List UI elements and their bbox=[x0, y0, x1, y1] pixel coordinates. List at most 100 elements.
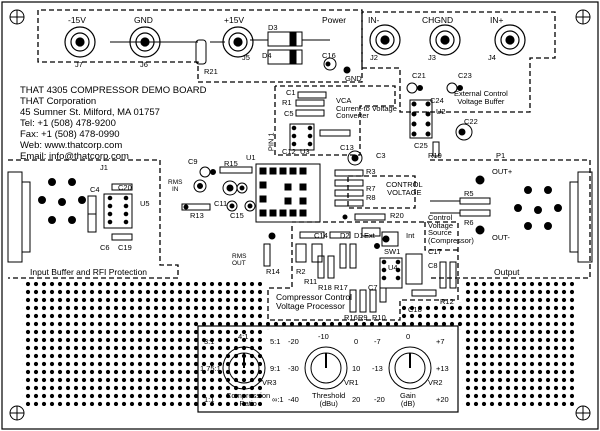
ref-c8: C8 bbox=[428, 261, 438, 270]
dial-bodies bbox=[222, 346, 432, 390]
ref-int: Int bbox=[406, 231, 415, 240]
ref-r2: R2 bbox=[296, 267, 306, 276]
rms-parts bbox=[181, 166, 276, 267]
external-parts bbox=[406, 82, 473, 157]
dial-panel bbox=[197, 325, 459, 413]
ref-r3: R3 bbox=[366, 167, 376, 176]
dial-vr3-tick-tm: 4:1 bbox=[238, 332, 249, 341]
ref-sw1: SW1 bbox=[384, 247, 401, 256]
u1-chip bbox=[255, 163, 321, 223]
section-processor-caption: Compressor Control Voltage Processor bbox=[276, 292, 353, 311]
ref-u5: U5 bbox=[140, 199, 150, 208]
dial-vr1-tick-ml: -30 bbox=[288, 364, 299, 373]
ref-c23: C23 bbox=[458, 71, 472, 80]
ref-c4: C4 bbox=[90, 185, 100, 194]
label-plus15v: +15V bbox=[224, 15, 245, 25]
label-minus15v: -15V bbox=[68, 15, 86, 25]
label-chgnd: CHGND bbox=[422, 15, 454, 25]
dial-vr3-tick-br: ∞:1 bbox=[272, 395, 284, 404]
ref-r5: R5 bbox=[464, 189, 474, 198]
ref-c14: C14 bbox=[314, 231, 328, 240]
ref-c11: C11 bbox=[214, 199, 228, 208]
ref-r17: R17 bbox=[334, 283, 348, 292]
ref-u1: U1 bbox=[246, 153, 256, 162]
dial-vr3-tick-mr: 9:1 bbox=[270, 364, 281, 373]
ref-u3: U3 bbox=[300, 147, 310, 156]
output-parts bbox=[430, 171, 593, 263]
ref-j3: J3 bbox=[428, 53, 436, 62]
ref-d1: D1 bbox=[354, 231, 364, 240]
ref-r6: R6 bbox=[464, 218, 474, 227]
section-control-voltage-caption: CONTROL VOLTAGE bbox=[386, 180, 423, 197]
ref-pin1: PIN 1 bbox=[266, 132, 276, 152]
section-input-caption: Input Buffer and RFI Protection bbox=[30, 267, 148, 277]
ref-u4: U4 bbox=[388, 263, 398, 272]
dial-vr1-tick-br: 20 bbox=[352, 395, 361, 404]
company-fax: Fax: +1 (508) 478-0990 bbox=[20, 129, 120, 140]
dial-vr3-tick-tl: 3:1 bbox=[204, 337, 215, 346]
ref-r10: R10 bbox=[372, 313, 386, 322]
dial-vr2-tick-tm: 0 bbox=[406, 332, 411, 341]
company-address: 45 Sumner St. Milford, MA 01757 bbox=[20, 107, 160, 118]
dial-vr1-tick-bl: -40 bbox=[288, 395, 299, 404]
ref-c12: C12 bbox=[282, 147, 296, 156]
control-voltage-box bbox=[347, 175, 416, 209]
dial-vr2-tick-tr: +7 bbox=[436, 337, 445, 346]
ref-j6: J6 bbox=[140, 60, 148, 69]
ref-r13: R13 bbox=[190, 211, 204, 220]
dial-vr2-ref: VR2 bbox=[428, 378, 443, 387]
ref-r18: R18 bbox=[318, 283, 332, 292]
ref-j2: J2 bbox=[370, 53, 378, 62]
processor-section bbox=[267, 221, 459, 321]
ref-out-minus: OUT- bbox=[492, 233, 510, 242]
ref-c3: C3 bbox=[376, 151, 386, 160]
output-section bbox=[430, 159, 591, 279]
ref-r19: R19 bbox=[428, 151, 442, 160]
source-section bbox=[424, 222, 458, 251]
perf-mid-right bbox=[402, 302, 462, 322]
vca-parts bbox=[289, 91, 351, 151]
ref-r8: R8 bbox=[366, 193, 376, 202]
ref-out-plus: OUT+ bbox=[492, 167, 513, 176]
dial-vr3-name: Compression Ratio bbox=[226, 391, 271, 408]
bnc-jacks bbox=[64, 24, 526, 58]
dial-vr2-tick-ml: -13 bbox=[372, 364, 383, 373]
ref-r7: R7 bbox=[366, 184, 376, 193]
ref-c1: C1 bbox=[286, 88, 296, 97]
ref-r15: R15 bbox=[224, 159, 238, 168]
ref-u2: U2 bbox=[436, 107, 446, 116]
ref-c25: C25 bbox=[414, 141, 428, 150]
ref-r12: R12 bbox=[440, 297, 454, 306]
ref-j7: J7 bbox=[75, 60, 83, 69]
dial-vr1-name: Threshold (dBu) bbox=[312, 391, 346, 408]
company-web: Web: www.thatcorp.com bbox=[20, 140, 123, 151]
ref-j5: J5 bbox=[242, 53, 250, 62]
ref-r20: R20 bbox=[390, 211, 404, 220]
ref-c18: C18 bbox=[408, 305, 422, 314]
ref-c19: C19 bbox=[118, 243, 132, 252]
dial-vr1-tick-mr: 10 bbox=[352, 364, 361, 373]
ref-c5: C5 bbox=[284, 109, 294, 118]
ref-c16: C16 bbox=[322, 51, 336, 60]
ref-rms-out: RMS OUT bbox=[232, 253, 247, 267]
company-tel: Tel: +1 (508) 478-9200 bbox=[20, 118, 116, 129]
ref-c24: C24 bbox=[430, 96, 444, 105]
dial-vr3-tick-bl: 1:1 bbox=[204, 395, 215, 404]
dial-vr3-tick-tr: 5:1 bbox=[270, 337, 281, 346]
label-in-minus: IN- bbox=[368, 15, 380, 25]
ref-c15: C15 bbox=[230, 211, 244, 220]
ref-c17: C17 bbox=[428, 247, 442, 256]
dial-vr2-tick-tl: -7 bbox=[374, 337, 381, 346]
company-email: Email: info@thatcorp.com bbox=[20, 151, 129, 162]
dial-vr2-name: Gain (dB) bbox=[400, 391, 416, 408]
ref-p1: P1 bbox=[496, 151, 506, 160]
external-section bbox=[361, 11, 556, 113]
processor-parts bbox=[295, 227, 457, 313]
perf-left bbox=[22, 282, 262, 406]
ref-d3: D3 bbox=[268, 23, 278, 32]
dial-vr3-tick-ml: 1.75:1 bbox=[200, 364, 221, 373]
ref-j1: J1 bbox=[100, 163, 108, 172]
ref-ext: Ext bbox=[364, 231, 375, 240]
